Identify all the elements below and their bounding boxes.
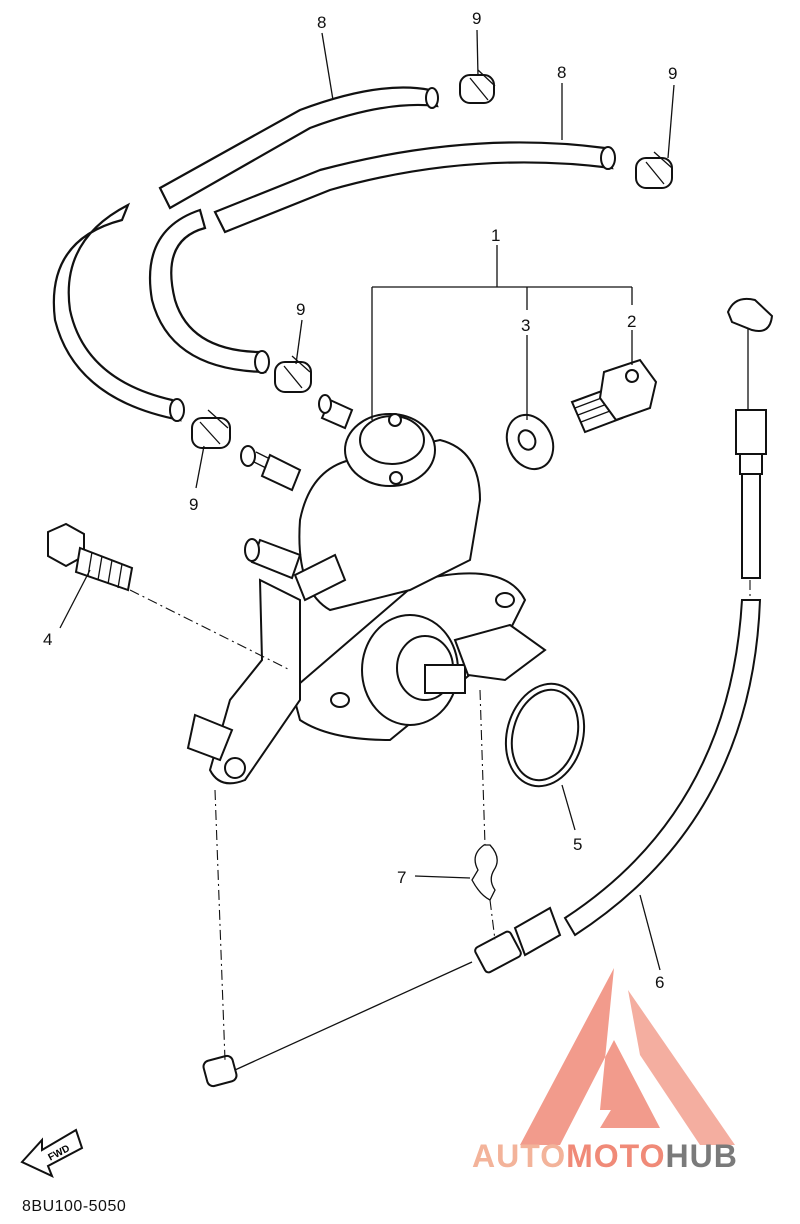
callout-5: 5: [573, 835, 582, 854]
hose-clip-9a: [459, 69, 496, 104]
callout-1: 1: [491, 226, 500, 245]
callout-9-right: 9: [668, 64, 677, 83]
union-bolt-2: [570, 358, 658, 434]
callout-2: 2: [627, 312, 636, 331]
callout-7: 7: [397, 868, 406, 887]
pump-cable-6: [202, 599, 762, 1088]
callout-9-top: 9: [472, 9, 481, 28]
oil-pump-assembly-1: [186, 394, 547, 785]
callout-3: 3: [521, 316, 530, 335]
callout-numbers: 8 9 8 9 9 9 1 2 3 4 5 6 7: [43, 9, 677, 992]
hose-clip-9c: [274, 355, 312, 393]
hose-8-lower: [148, 141, 616, 374]
drawing-code: 8BU100-5050: [22, 1198, 127, 1215]
clip-7: [471, 844, 498, 901]
callout-9-middle: 9: [296, 300, 305, 319]
leader-lines: [59, 29, 675, 971]
watermark-hub: HUB: [665, 1138, 738, 1174]
watermark-logo-icon: [520, 968, 735, 1145]
washer-3: [505, 413, 555, 471]
callout-4: 4: [43, 630, 52, 649]
watermark-moto: MOTO: [566, 1138, 666, 1174]
callout-6: 6: [655, 973, 664, 992]
fwd-arrow-icon: FWD: [20, 1128, 84, 1178]
hose-clip-9b: [635, 151, 673, 189]
watermark-brand: AUTOMOTOHUB: [472, 1138, 738, 1175]
callout-8-second: 8: [557, 63, 566, 82]
hose-8-upper: [52, 86, 439, 422]
watermark-auto: AUTO: [472, 1138, 567, 1174]
callout-8-upper: 8: [317, 13, 326, 32]
hose-clip-9d: [191, 409, 231, 449]
callout-9-left: 9: [189, 495, 198, 514]
alignment-lines: [129, 580, 751, 1061]
pump-cable-upper: [726, 297, 774, 579]
bolt-4: [47, 522, 134, 592]
o-ring-5: [504, 682, 586, 788]
